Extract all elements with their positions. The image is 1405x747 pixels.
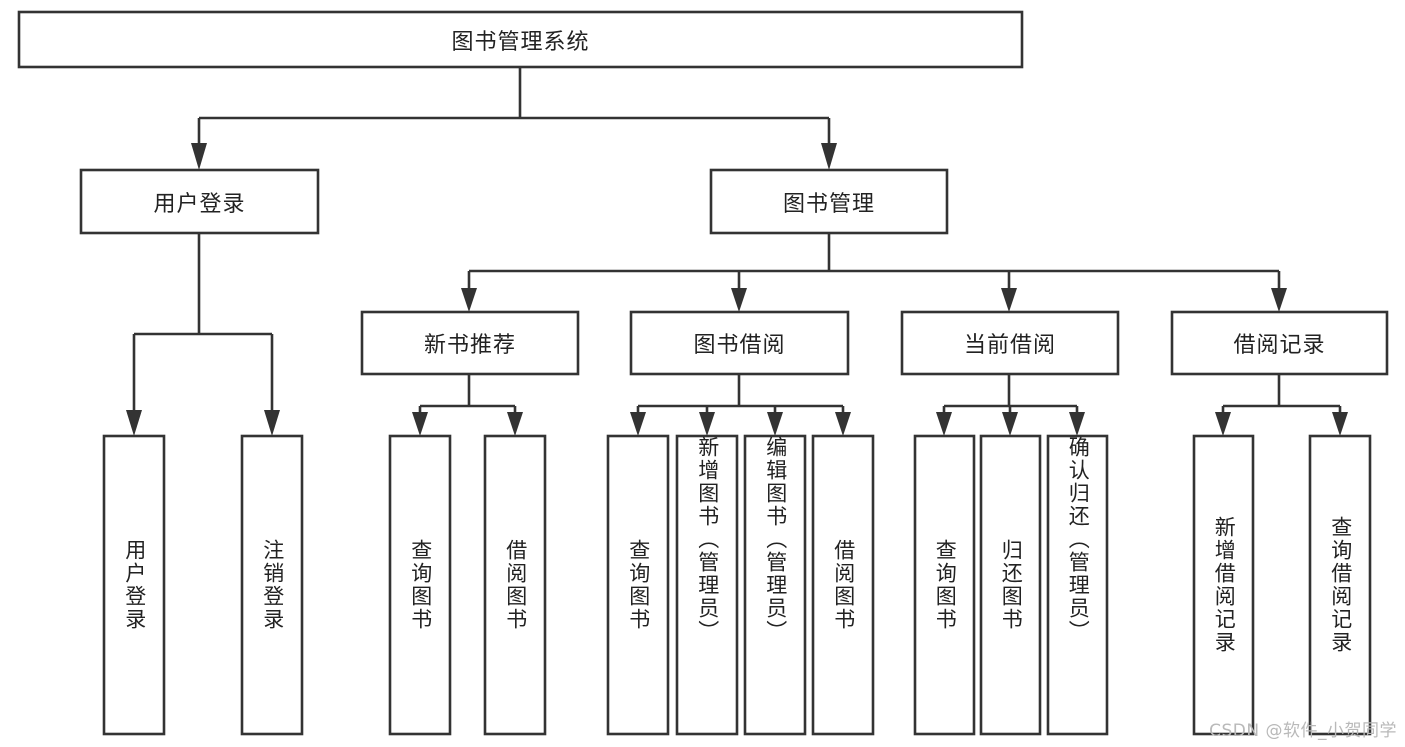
arrow-head-icon bbox=[126, 410, 142, 436]
connector-user-login-to-leaves bbox=[126, 233, 280, 436]
node-current-borrow-box[interactable] bbox=[900, 310, 1120, 376]
arrow-head-icon bbox=[821, 143, 837, 170]
arrow-head-icon bbox=[1002, 412, 1018, 436]
arrow-head-icon bbox=[699, 412, 715, 436]
leaf-borrow-book-2-box[interactable] bbox=[811, 434, 875, 736]
arrow-head-icon bbox=[1215, 412, 1231, 436]
csdn-watermark: CSDN @软件_小贺同学 bbox=[1209, 721, 1397, 741]
arrow-head-icon bbox=[1271, 288, 1287, 312]
node-user-login-box[interactable] bbox=[79, 168, 320, 235]
connector-current-borrow-to-leaves bbox=[936, 374, 1085, 436]
arrow-head-icon bbox=[731, 288, 747, 312]
connector-new-book-recommend-to-leaves bbox=[412, 374, 523, 436]
leaf-edit-book-box[interactable] bbox=[743, 434, 807, 736]
arrow-head-icon bbox=[767, 412, 783, 436]
arrow-head-icon bbox=[1332, 412, 1348, 436]
arrow-head-icon bbox=[461, 288, 477, 312]
leaf-confirm-return-box[interactable] bbox=[1046, 434, 1109, 736]
node-new-book-recommend-box[interactable] bbox=[360, 310, 580, 376]
connector-book-manage-to-level2 bbox=[461, 233, 1287, 312]
connector-root-to-level1 bbox=[191, 67, 837, 170]
arrow-head-icon bbox=[264, 410, 280, 436]
leaf-return-book-box[interactable] bbox=[979, 434, 1042, 736]
arrow-head-icon bbox=[936, 412, 952, 436]
arrow-head-icon bbox=[835, 412, 851, 436]
leaf-query-book-2-box[interactable] bbox=[606, 434, 670, 736]
node-borrow-record-box[interactable] bbox=[1170, 310, 1389, 376]
arrow-head-icon bbox=[1001, 288, 1017, 312]
arrow-head-icon bbox=[630, 412, 646, 436]
leaf-borrow-book-1-box[interactable] bbox=[483, 434, 547, 736]
leaf-logout-login-box[interactable] bbox=[240, 434, 304, 736]
node-book-manage-box[interactable] bbox=[709, 168, 949, 235]
node-root-box[interactable] bbox=[17, 10, 1024, 69]
leaf-user-login-box[interactable] bbox=[102, 434, 166, 736]
arrow-head-icon bbox=[412, 412, 428, 436]
leaf-add-record-box[interactable] bbox=[1192, 434, 1255, 736]
leaf-add-book-box[interactable] bbox=[675, 434, 739, 736]
connector-borrow-record-to-leaves bbox=[1215, 374, 1348, 436]
leaf-query-book-1-box[interactable] bbox=[388, 434, 452, 736]
connector-book-borrow-to-leaves bbox=[630, 374, 851, 436]
leaf-query-record-box[interactable] bbox=[1308, 434, 1372, 736]
leaf-query-book-3-box[interactable] bbox=[913, 434, 976, 736]
arrow-head-icon bbox=[507, 412, 523, 436]
arrow-head-icon bbox=[191, 143, 207, 170]
arrow-head-icon bbox=[1069, 412, 1085, 436]
node-book-borrow-box[interactable] bbox=[629, 310, 850, 376]
